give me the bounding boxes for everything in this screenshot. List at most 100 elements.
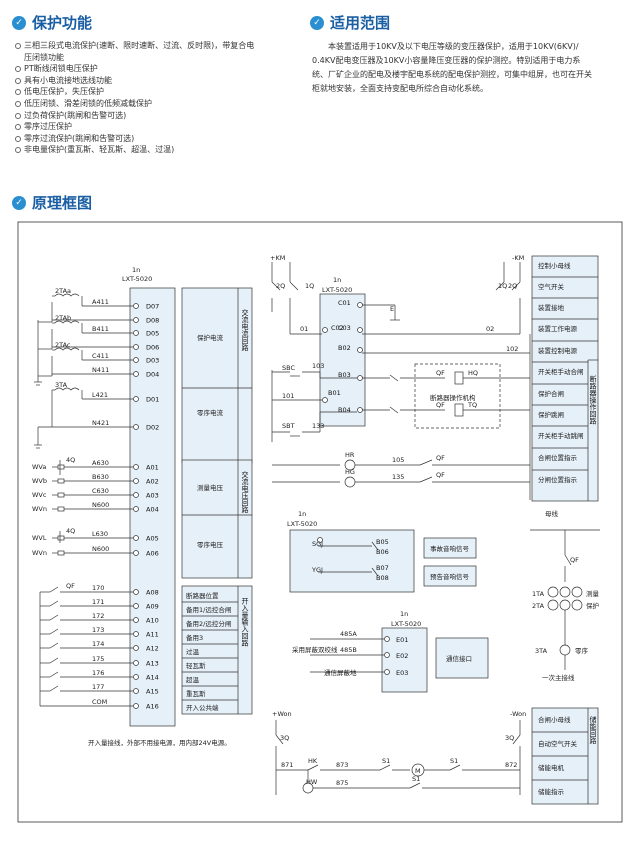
switch-label: 2Q bbox=[508, 282, 517, 290]
terminal-label: A12 bbox=[146, 645, 159, 653]
device-terminal bbox=[133, 317, 139, 323]
supply-label: +KM bbox=[270, 254, 285, 262]
breaker-mechanism bbox=[414, 363, 501, 429]
right-block bbox=[531, 255, 599, 502]
function-item: 低压闭锁、滑差闭锁的低频减载保护 bbox=[14, 98, 254, 110]
terminal-label: D03 bbox=[146, 357, 159, 365]
shield-icon: ✓ bbox=[310, 15, 324, 30]
signal-box-label: 事故音响信号 bbox=[430, 544, 470, 553]
terminal-label: B07 bbox=[376, 564, 389, 572]
right-item-label: 开关柜手动跳闸 bbox=[538, 431, 584, 440]
scope-line: 柜就地安装，全面支持变配电所综合自动化系统。 bbox=[312, 84, 488, 93]
device-terminal bbox=[133, 464, 139, 470]
function-item: 压闭锁功能 bbox=[24, 52, 64, 62]
wire-label: 173 bbox=[92, 626, 104, 634]
device-terminal bbox=[133, 603, 139, 609]
terminal-label: A13 bbox=[146, 660, 159, 668]
contact bbox=[389, 406, 399, 414]
pt-label: WVL bbox=[32, 534, 47, 542]
device-terminal bbox=[133, 344, 139, 350]
switch bbox=[495, 281, 505, 291]
contact bbox=[49, 614, 59, 621]
terminal-label: D05 bbox=[146, 330, 159, 338]
contact bbox=[49, 586, 59, 593]
diagram-title: ✓ 原理框图 bbox=[12, 192, 92, 213]
right-item-label: 装置工作电源 bbox=[538, 324, 578, 333]
qf-label: QF bbox=[436, 401, 445, 409]
right-item-label: 空气开关 bbox=[538, 282, 565, 291]
terminal-label: D06 bbox=[146, 344, 159, 352]
terminal-label: D04 bbox=[146, 371, 159, 379]
device-terminal bbox=[133, 589, 139, 595]
shield-icon: ✓ bbox=[12, 195, 26, 210]
bus-title: 母线 bbox=[545, 509, 559, 518]
wire-label: 174 bbox=[92, 640, 104, 648]
scope-line: 0.4KV配电变压器及10KV小容量降压变压器的保护测控。特别适用于电力系 bbox=[312, 56, 581, 65]
terminal-label: A15 bbox=[146, 688, 159, 696]
wire-num: 875 bbox=[336, 779, 348, 787]
input-label: 过温 bbox=[186, 647, 200, 656]
contact bbox=[371, 541, 379, 551]
bus-label: QF bbox=[570, 556, 579, 564]
terminal-label: A10 bbox=[146, 617, 159, 625]
pt-label: WVc bbox=[32, 491, 47, 499]
terminal-label: C02 bbox=[331, 324, 344, 332]
terminal-label: A11 bbox=[146, 631, 159, 639]
terminal-label: A06 bbox=[146, 550, 159, 558]
terminal bbox=[357, 302, 363, 308]
terminal-label: B05 bbox=[376, 538, 389, 546]
qf-label: QF bbox=[66, 582, 75, 590]
switch bbox=[511, 281, 521, 291]
terminal-label: A14 bbox=[146, 674, 159, 682]
ct-label: 2TAc bbox=[55, 341, 71, 349]
terminal-label: C01 bbox=[338, 299, 351, 307]
wire-label: A411 bbox=[92, 298, 109, 306]
input-label: 备用3 bbox=[186, 633, 203, 642]
right-item-label: 保护跳闸 bbox=[538, 410, 564, 419]
comm-label: 采用屏蔽双绞线 bbox=[292, 645, 338, 654]
storage-item-label: 自动空气开关 bbox=[538, 739, 578, 748]
bus-label: 保护 bbox=[586, 601, 599, 610]
wire-num: 102 bbox=[506, 345, 518, 353]
ct-circle bbox=[547, 586, 559, 598]
wire-num: 135 bbox=[392, 473, 404, 481]
contact bbox=[419, 459, 433, 466]
wire-label: COM bbox=[92, 698, 107, 706]
device-terminal bbox=[133, 703, 139, 709]
switch-label: 2Q bbox=[276, 282, 285, 290]
signal-tag: 1n bbox=[298, 510, 306, 518]
terminal-label: C03 bbox=[338, 324, 351, 332]
terminal bbox=[322, 327, 328, 333]
functions-title-text: 保护功能 bbox=[32, 14, 93, 32]
wire-num: 101 bbox=[282, 392, 294, 400]
contact bbox=[409, 782, 421, 789]
terminal bbox=[317, 537, 323, 543]
qf-label: QF bbox=[436, 471, 445, 479]
device-tag: 1n bbox=[333, 276, 341, 284]
input-box bbox=[181, 585, 253, 715]
fuse bbox=[57, 478, 65, 484]
contact bbox=[49, 642, 59, 649]
ct-circle bbox=[547, 599, 559, 611]
wire-num: 873 bbox=[336, 761, 348, 769]
terminal-label: A02 bbox=[146, 478, 159, 486]
qf-label: QF bbox=[436, 454, 445, 462]
contact bbox=[449, 764, 461, 771]
pt-label: WVa bbox=[32, 463, 46, 471]
voltage-label: 测量电压 bbox=[197, 483, 224, 492]
input-label: 轻瓦斯 bbox=[186, 661, 206, 670]
supply-label: -Won bbox=[510, 710, 526, 718]
wire-label: N600 bbox=[92, 545, 109, 553]
comm-wire: 485B bbox=[340, 646, 357, 654]
scope-text: 本装置适用于10KV及以下电压等级的变压器保护，适用于10KV(6KV)/0.4… bbox=[312, 40, 630, 96]
switch-label: 3Q bbox=[280, 734, 289, 742]
input-label: 断路器位置 bbox=[186, 591, 219, 600]
switch-label: 1Q bbox=[305, 282, 314, 290]
signal-model: LXT-5020 bbox=[287, 520, 317, 528]
wire-label: 177 bbox=[92, 683, 104, 691]
hq-coil bbox=[454, 371, 464, 385]
switch bbox=[271, 281, 281, 291]
comm-box bbox=[435, 637, 489, 679]
right-item-label: 装置接地 bbox=[538, 303, 565, 312]
right-item-label: 合闸位置指示 bbox=[538, 453, 578, 462]
